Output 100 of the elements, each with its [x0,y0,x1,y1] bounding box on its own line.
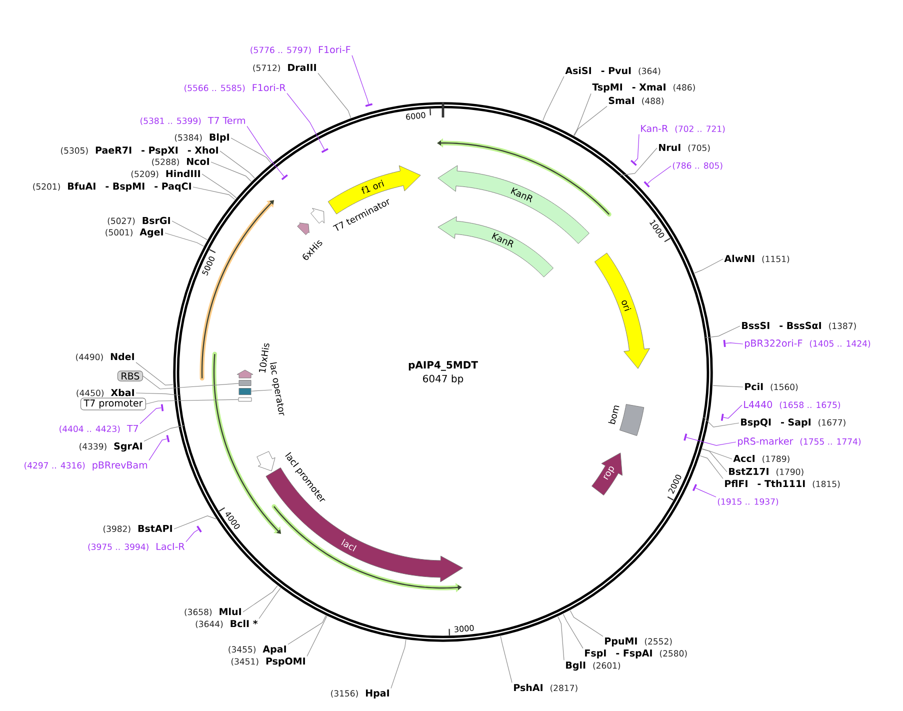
feature-band: rop [592,452,623,496]
site-label: AsiSI - PvuI (364) [565,66,660,76]
site-label: (3156) HpaI [331,690,389,698]
feature-label: bom [608,406,620,424]
site-label: (5027) BsrGI [108,216,170,226]
primer-label: (1915 .. 1937) [718,498,778,506]
site-label: PshAI (2817) [514,684,578,692]
site-label: BspQI - SapI (1677) [741,418,846,428]
primer-label: (5566 .. 5585) F1ori-R [184,84,286,92]
leader-line [542,76,564,122]
leader-line [634,134,640,162]
leader-line [558,616,564,660]
primer-label: (5381 .. 5399) T7 Term [140,116,245,125]
primer-mark [365,103,373,107]
leader-line [352,55,369,104]
leader-line [192,186,236,200]
leader-line [148,438,168,461]
leader-line [220,150,255,178]
leader-line [686,437,736,446]
site-label: (4339) SgrAI [80,442,142,452]
tick-label: 5000 [202,256,215,276]
site-label: (5384) BlpI [174,133,229,143]
tick-label: 2000 [668,474,682,494]
site-label: TspMI - XmaI (486) [592,84,695,92]
site-label: AlwNI (1151) [724,254,790,264]
site-label: (5001) AgeI [106,228,163,238]
leader-line [704,326,740,338]
primer-mark [644,181,650,188]
primer-label: pRS-marker (1755 .. 1774) [738,437,861,447]
leader-line [318,72,352,118]
leader-line [136,362,174,386]
site-label: PciI (1560) [745,382,798,392]
feature-block [238,398,252,402]
primer-mark [166,435,170,442]
primer-mark [160,404,164,412]
feature-band: KanR [438,216,554,278]
leader-line [202,174,237,198]
leader-line [702,448,732,460]
site-label: BssSI - BssSαI (1387) [742,322,856,330]
feature-label: 10xHis [259,343,270,373]
leader-line [142,376,240,390]
leader-line [144,425,184,442]
leader-line [573,93,592,136]
leader-line [286,93,325,150]
feature-tag: RBS [117,370,143,382]
site-label: SmaI (488) [608,96,664,106]
feature-label: lac operator [270,362,284,416]
leader-line [725,342,744,344]
site-label: (3658) MluI [184,608,241,616]
site-label: (5305) PaeR7I - PspXI - XhoI [61,146,218,156]
sequence-length: 6047 bp [423,374,464,384]
leader-line [210,162,252,182]
leader-line [574,106,608,136]
primer-mark [692,484,697,492]
primer-label: (5776 .. 5797) F1ori-F [250,46,350,54]
primer-mark [321,148,328,153]
primer-mark [281,174,288,180]
site-label: FspI - FspAI (2580) [585,650,687,658]
site-label: (5712) DraIII [253,64,316,72]
leader-line [620,148,658,176]
primer-label: (3975 .. 3994) LacI-R [88,542,185,551]
leader-line [723,404,742,419]
leader-line [703,416,740,428]
primer-label: Kan-R (702 .. 721) [641,124,725,133]
primer-mark [720,414,724,421]
tick-label: 6000 [406,112,426,120]
site-label: (4490) NdeI [76,352,134,362]
leader-line [230,138,272,164]
leader-line [164,232,204,247]
leader-line [136,392,180,396]
leader-line [647,166,672,184]
site-label: (5288) NcoI [152,158,209,166]
site-label: PflFI - Tth111I (1815) [725,480,840,488]
tick-label: 3000 [454,624,474,632]
site-label: AccI (1789) [733,454,790,463]
leader-line [288,615,326,645]
leader-line [695,488,716,498]
feature-tag: T7 promoter [80,398,146,410]
leader-line [174,515,216,530]
leader-line [258,588,281,619]
feature-block [238,380,252,386]
primer-mark [684,434,688,441]
site-label: (5201) BfuAI - BspMI - PaqCI [33,182,191,192]
primer-mark [196,526,202,532]
leader-line [186,529,199,542]
leader-line [172,220,208,240]
leader-line [146,399,239,404]
site-label: (5209) HindIII [131,170,200,178]
site-label: (3644) BclI * [196,620,258,628]
site-label: BglI (2601) [566,661,620,671]
primer-mark [723,340,726,348]
leader-line [562,614,584,649]
primer-label: (4297 .. 4316) pBRrevBam [24,462,148,470]
leader-line [306,616,328,657]
site-label: (3982) BstAPI [104,524,172,533]
leader-line [242,585,278,612]
site-label: (3451) PspOMI [231,657,305,666]
primer-label: pBR322ori-F (1405 .. 1424) [745,339,870,349]
leader-line [712,385,744,388]
leader-line [500,636,512,683]
